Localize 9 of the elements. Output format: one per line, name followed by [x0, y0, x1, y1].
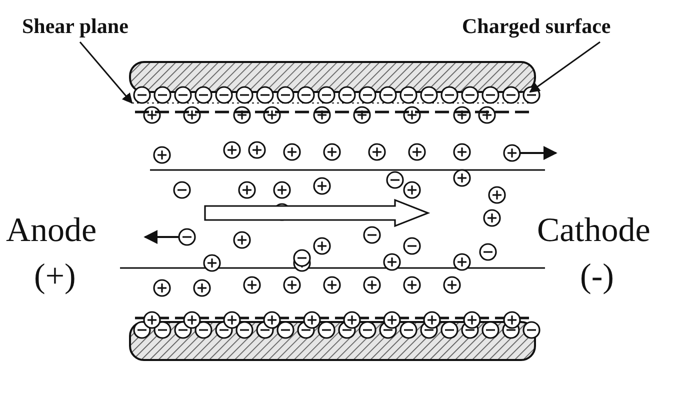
electrode-label: Cathode	[537, 212, 650, 250]
electrode-label: (-)	[580, 258, 614, 296]
callout-label: Shear plane	[22, 14, 128, 39]
charged-wall	[129, 61, 536, 93]
leader-line	[79, 42, 133, 104]
leader-line	[529, 41, 600, 93]
electrode-label: (+)	[34, 258, 76, 296]
callout-label: Charged surface	[462, 14, 611, 39]
electrode-label: Anode	[6, 212, 97, 250]
